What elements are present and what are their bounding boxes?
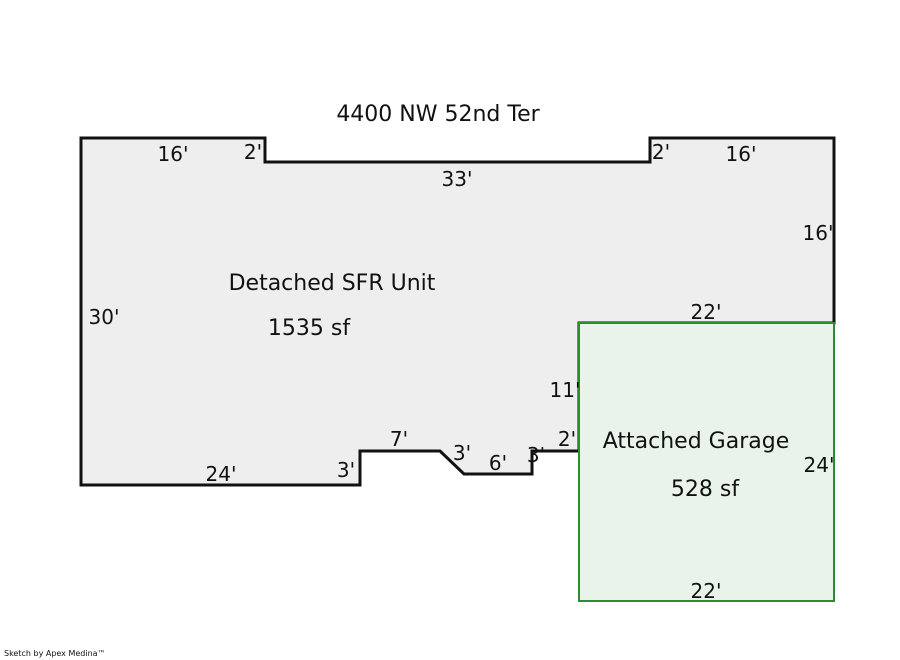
dimension-label: 22' [691, 300, 722, 324]
dimension-label: 3' [453, 441, 471, 465]
dimension-label: 22' [691, 579, 722, 603]
dimension-label: 16' [726, 142, 757, 166]
dimension-label: 24' [206, 462, 237, 486]
dimension-label: 24' [804, 453, 835, 477]
area-size-detached-sfr-unit: 1535 sf [268, 316, 351, 341]
dimension-label: 33' [442, 167, 473, 191]
dimension-label: 2' [652, 140, 670, 164]
dimension-label: 3' [527, 443, 545, 467]
attached-garage-outline [578, 322, 835, 602]
area-name-detached-sfr-unit: Detached SFR Unit [229, 271, 436, 296]
dimension-label: 6' [489, 451, 507, 475]
dimension-label: 16' [803, 221, 834, 245]
dimension-label: 2' [244, 140, 262, 164]
dimension-label: 3' [337, 458, 355, 482]
dimension-label: 11' [550, 378, 581, 402]
area-name-attached-garage: Attached Garage [603, 429, 789, 454]
sketch-credit: Sketch by Apex Medina™ [4, 649, 106, 658]
dimension-label: 16' [158, 142, 189, 166]
area-size-attached-garage: 528 sf [671, 477, 740, 502]
property-address: 4400 NW 52nd Ter [336, 102, 540, 127]
dimension-label: 30' [89, 305, 120, 329]
dimension-label: 2' [558, 427, 576, 451]
dimension-label: 7' [390, 427, 408, 451]
